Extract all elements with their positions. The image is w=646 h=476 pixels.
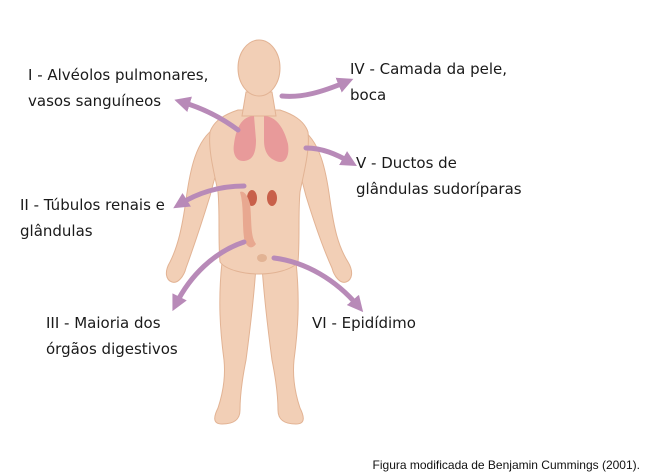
human-figure	[165, 39, 353, 425]
arrows	[172, 77, 364, 313]
label-VI: VI - Epidídimo	[312, 310, 416, 336]
label-I-line2: vasos sanguíneos	[28, 92, 162, 110]
head	[237, 39, 281, 97]
label-V: V - Ductos de glândulas sudoríparas	[356, 150, 522, 202]
label-V-line1: V - Ductos de	[356, 154, 457, 172]
arrow-II	[173, 183, 247, 209]
label-IV-line1: IV - Camada da pele,	[350, 60, 507, 78]
arrow-V	[303, 145, 357, 166]
intestine	[240, 191, 256, 248]
right-leg	[261, 261, 304, 425]
label-IV: IV - Camada da pele, boca	[350, 56, 507, 108]
label-V-line2: glândulas sudoríparas	[356, 180, 522, 198]
arrow-IV	[279, 77, 354, 99]
left-leg	[214, 261, 257, 425]
label-II-line1: II - Túbulos renais e	[20, 196, 165, 214]
arrow-III	[172, 239, 247, 312]
label-II: II - Túbulos renais e glândulas	[20, 192, 165, 244]
arrow-I	[174, 96, 241, 133]
right-arm	[291, 127, 353, 283]
right-kidney	[267, 190, 277, 206]
figure-credit: Figura modificada de Benjamin Cummings (…	[372, 458, 640, 472]
label-III: III - Maioria dos órgãos digestivos	[46, 310, 178, 362]
left-kidney	[247, 190, 257, 206]
label-III-line1: III - Maioria dos	[46, 314, 161, 332]
right-lung	[264, 116, 289, 163]
label-IV-line2: boca	[350, 86, 387, 104]
left-lung	[233, 116, 256, 162]
label-I-line1: I - Alvéolos pulmonares,	[28, 66, 209, 84]
label-II-line2: glândulas	[20, 222, 93, 240]
label-I: I - Alvéolos pulmonares, vasos sanguíneo…	[28, 62, 208, 114]
label-VI-line1: VI - Epidídimo	[312, 314, 416, 332]
arrow-VI	[271, 255, 364, 313]
testis	[257, 254, 267, 262]
label-III-line2: órgãos digestivos	[46, 340, 178, 358]
